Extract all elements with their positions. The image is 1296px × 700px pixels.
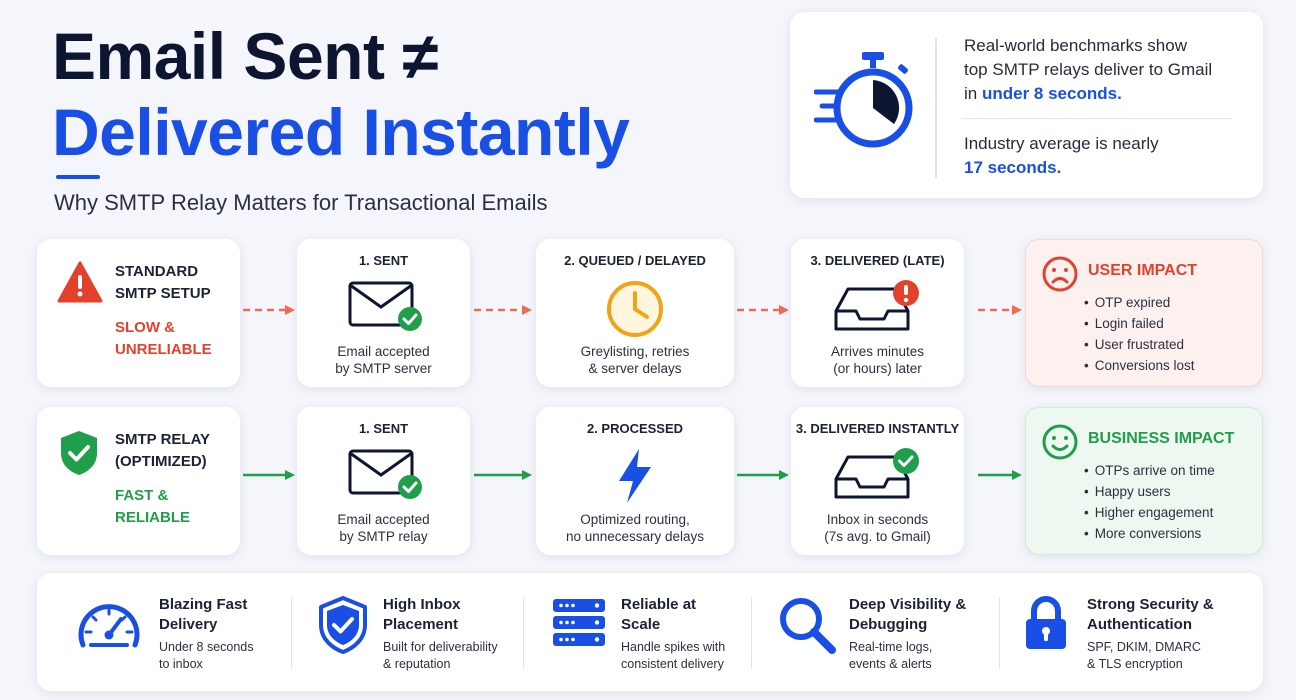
- benchmark-divider: [935, 38, 937, 178]
- step-title: 3. DELIVERED INSTANTLY: [795, 421, 960, 436]
- speedometer-icon: [78, 604, 140, 648]
- step-title: 1. SENT: [358, 253, 409, 268]
- benchmark-line-5: 17 seconds.: [964, 156, 1159, 180]
- benchmark-rule: [962, 118, 1232, 119]
- impact-title: BUSINESS IMPACT: [1088, 430, 1235, 447]
- sad-face-icon: [1042, 256, 1078, 292]
- feature-title: Strong Security &Authentication: [1087, 596, 1214, 633]
- feature-security: Strong Security &Authentication SPF, DKI…: [1023, 573, 1253, 691]
- standard-arrow-1: [243, 305, 295, 315]
- feature-visibility: Deep Visibility &Debugging Real-time log…: [777, 573, 1007, 691]
- impact-list: OTP expired Login failed User frustrated…: [1084, 292, 1195, 376]
- relay-step-processed: 2. PROCESSED Optimized routing,no unnece…: [536, 407, 734, 555]
- feature-separator: [999, 597, 1000, 669]
- server-icon: [553, 599, 605, 646]
- lock-icon: [1026, 596, 1066, 649]
- step-title: 2. QUEUED / DELAYED: [564, 253, 706, 268]
- relay-arrow-1: [243, 470, 295, 480]
- standard-step-queued: 2. QUEUED / DELAYED Greylisting, retries…: [536, 239, 734, 387]
- step-title: 3. DELIVERED (LATE): [810, 253, 945, 268]
- impact-item: Login failed: [1084, 313, 1195, 334]
- envelope-check-icon: [348, 281, 422, 331]
- benchmark-line-4: Industry average is nearly: [964, 134, 1159, 153]
- feature-separator: [291, 597, 292, 669]
- impact-title: USER IMPACT: [1088, 262, 1198, 279]
- relay-arrow-4: [978, 470, 1022, 480]
- feature-separator: [523, 597, 524, 669]
- standard-subtitle: SLOW &UNRELIABLE: [115, 319, 212, 358]
- inbox-alert-icon: [834, 280, 919, 331]
- magnifier-icon: [780, 598, 836, 654]
- feature-description: Real-time logs,events & alerts: [849, 640, 933, 671]
- benchmark-highlight-8s: under 8 seconds.: [981, 84, 1122, 103]
- benchmark-highlight-17s: 17 seconds.: [964, 158, 1062, 177]
- shield-check-icon: [61, 431, 97, 475]
- title-line-2: Delivered Instantly: [52, 95, 630, 169]
- step-description: Inbox in seconds(7s avg. to Gmail): [824, 512, 931, 544]
- standard-arrow-2: [474, 305, 532, 315]
- impact-item: Conversions lost: [1084, 355, 1195, 376]
- feature-title: Deep Visibility &Debugging: [849, 596, 967, 633]
- feature-description: Built for deliverability& reputation: [383, 640, 498, 671]
- standard-step-delivered-late: 3. DELIVERED (LATE) Arrives minutes(or h…: [791, 239, 964, 387]
- impact-item: User frustrated: [1084, 334, 1195, 355]
- relay-subtitle: FAST &RELIABLE: [115, 487, 190, 526]
- step-title: 2. PROCESSED: [586, 421, 684, 436]
- step-description: Arrives minutes(or hours) later: [830, 344, 925, 376]
- impact-list: OTPs arrive on time Happy users Higher e…: [1084, 460, 1215, 544]
- impact-item: OTPs arrive on time: [1084, 460, 1215, 481]
- benchmark-line-2: top SMTP relays deliver to Gmail: [964, 60, 1213, 79]
- relay-title: SMTP RELAY(OPTIMIZED): [115, 431, 211, 470]
- standard-arrow-3: [737, 305, 789, 315]
- feature-description: SPF, DKIM, DMARC& TLS encryption: [1087, 640, 1201, 671]
- happy-face-icon: [1042, 424, 1078, 460]
- benchmark-line-3: in under 8 seconds.: [964, 84, 1122, 103]
- envelope-check-icon: [348, 449, 422, 499]
- clock-icon: [607, 281, 663, 337]
- shield-check-icon: [319, 596, 367, 654]
- user-impact-card: USER IMPACT OTP expired Login failed Use…: [1025, 239, 1263, 387]
- subtitle: Why SMTP Relay Matters for Transactional…: [54, 190, 548, 215]
- warning-icon: [57, 261, 103, 303]
- title-line-1: Email Sent ≠: [52, 19, 439, 93]
- relay-setup-card: SMTP RELAY(OPTIMIZED) FAST &RELIABLE: [37, 407, 240, 555]
- stopwatch-icon: [814, 52, 913, 148]
- relay-arrow-3: [737, 470, 789, 480]
- impact-item: More conversions: [1084, 523, 1215, 544]
- step-description: Greylisting, retries& server delays: [580, 344, 690, 376]
- impact-item: OTP expired: [1084, 292, 1195, 313]
- standard-arrow-4: [978, 305, 1022, 315]
- title-underline: [56, 175, 100, 179]
- impact-item: Higher engagement: [1084, 502, 1215, 523]
- impact-item: Happy users: [1084, 481, 1215, 502]
- relay-arrow-2: [474, 470, 532, 480]
- benchmark-line-1: Real-world benchmarks show: [964, 36, 1187, 55]
- lightning-icon: [619, 449, 651, 503]
- step-description: Optimized routing,no unnecessary delays: [565, 512, 705, 544]
- step-title: 1. SENT: [358, 421, 409, 436]
- business-impact-card: BUSINESS IMPACT OTPs arrive on time Happ…: [1025, 407, 1263, 555]
- inbox-check-icon: [834, 448, 919, 499]
- feature-separator: [751, 597, 752, 669]
- relay-step-delivered-instantly: 3. DELIVERED INSTANTLY Inbox in seconds(…: [791, 407, 964, 555]
- benchmark-card: Real-world benchmarks show top SMTP rela…: [790, 12, 1263, 198]
